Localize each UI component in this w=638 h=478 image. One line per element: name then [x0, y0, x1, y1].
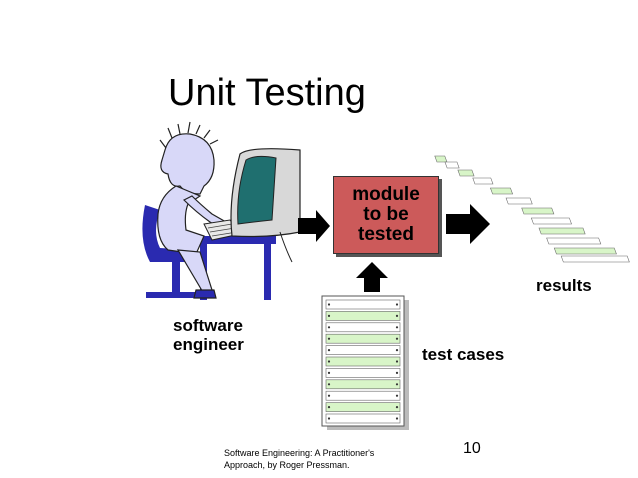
footer-line2: Approach, by Roger Pressman.: [224, 460, 350, 470]
module-label-line3: tested: [358, 224, 414, 245]
module-label-line1: module: [352, 184, 420, 205]
test-case-strip: [325, 413, 401, 424]
arrow-to-results-icon: [446, 204, 490, 244]
result-strip: [538, 227, 586, 235]
strip-dot: [327, 406, 331, 409]
strip-dot: [395, 360, 399, 363]
footer-credit: Software Engineering: A Practitioner's A…: [224, 447, 374, 471]
test-case-strip: [325, 311, 401, 321]
strip-dot: [395, 406, 399, 409]
test-case-strip: [325, 390, 401, 401]
module-label-line2: to be: [363, 204, 409, 225]
test-case-strip: [325, 322, 401, 333]
strip-dot: [395, 349, 399, 352]
strip-dot: [327, 314, 331, 317]
strip-dot: [395, 417, 399, 420]
strip-dot: [327, 326, 331, 329]
strip-dot: [327, 360, 331, 363]
result-strip: [546, 237, 602, 245]
arrow-up-from-tests-icon: [356, 262, 388, 292]
actor-label-line1: software: [173, 316, 243, 335]
slide-title: Unit Testing: [168, 72, 366, 114]
test-case-strip: [325, 345, 401, 355]
strip-dot: [327, 337, 331, 340]
actor-label-line2: engineer: [173, 335, 244, 354]
test-cases-label: test cases: [422, 345, 505, 364]
test-cases-stack: [321, 295, 409, 430]
strip-dot: [327, 417, 331, 420]
result-strip: [444, 161, 460, 169]
software-engineer-figure: [157, 121, 227, 299]
result-strip: [505, 197, 533, 205]
test-case-strip: [325, 402, 401, 412]
strip-dot: [395, 314, 399, 317]
strip-dot: [395, 326, 399, 329]
result-strip: [553, 247, 617, 255]
arrow-to-module-icon: [298, 210, 330, 242]
module-box: module to be tested: [333, 176, 439, 254]
test-case-strip: [325, 356, 401, 367]
result-strip: [457, 169, 475, 177]
strip-dot: [327, 303, 331, 306]
results-cascade: [434, 155, 630, 263]
result-strip: [521, 207, 555, 215]
result-strip: [530, 217, 572, 225]
strip-dot: [395, 394, 399, 397]
footer-line1: Software Engineering: A Practitioner's: [224, 448, 375, 458]
slide-number: 10: [463, 440, 481, 457]
results-label: results: [536, 276, 592, 295]
test-case-strip: [325, 299, 401, 310]
computer-monitor: [230, 148, 301, 263]
strip-dot: [327, 383, 331, 386]
strip-dot: [327, 349, 331, 352]
test-case-strip: [325, 379, 401, 390]
result-strip: [560, 255, 630, 263]
actor-label: software engineer: [173, 316, 244, 354]
result-strip: [472, 177, 494, 185]
strip-dot: [327, 371, 331, 374]
strip-dot: [395, 303, 399, 306]
test-case-strip: [325, 333, 401, 344]
strip-dot: [327, 394, 331, 397]
test-case-strip: [325, 368, 401, 378]
strip-dot: [395, 371, 399, 374]
strip-dot: [395, 383, 399, 386]
result-strip: [490, 187, 514, 195]
strip-dot: [395, 337, 399, 340]
chair: [142, 205, 206, 298]
result-strip: [434, 155, 448, 163]
